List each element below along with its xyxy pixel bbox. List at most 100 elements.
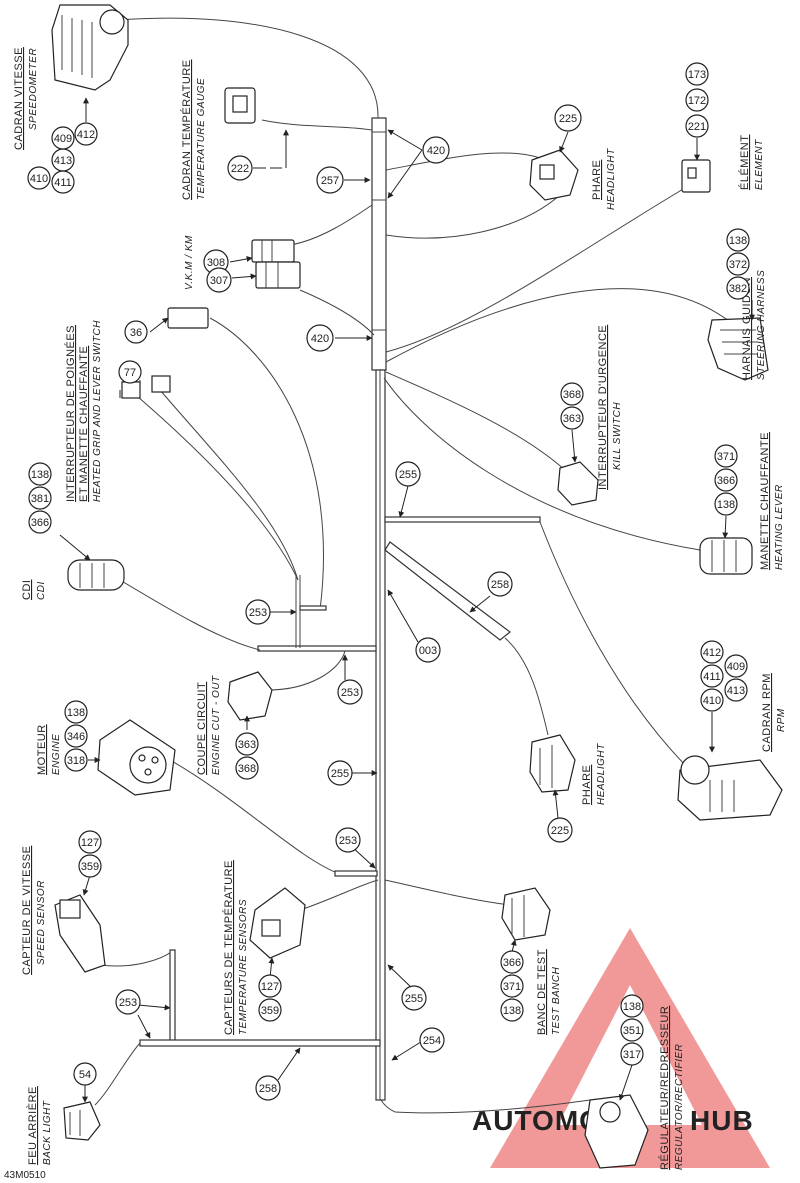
svg-text:368: 368 [238, 763, 256, 775]
svg-text:CDI: CDI [36, 581, 47, 600]
svg-text:003: 003 [419, 645, 437, 657]
svg-text:INTERRUPTEUR D'URGENCE: INTERRUPTEUR D'URGENCE [597, 325, 609, 490]
callout-409: 409 [51, 126, 75, 150]
label-regulator: RÉGULATEUR/REDRESSEUR REGULATOR/RECTIFIE… [658, 1006, 685, 1170]
connectors [51, 4, 783, 1169]
callout-255-low: 255 [401, 985, 427, 1011]
regulator-connector [584, 1094, 649, 1169]
svg-text:255: 255 [331, 768, 349, 780]
callout-346: 346 [64, 724, 88, 748]
svg-text:221: 221 [688, 121, 706, 133]
svg-text:363: 363 [238, 739, 256, 751]
svg-text:COUPE CIRCUIT: COUPE CIRCUIT [196, 682, 208, 775]
svg-text:253: 253 [249, 607, 267, 619]
svg-text:138: 138 [503, 1005, 521, 1017]
svg-text:INTERRUPTEUR DE POIGNÉES: INTERRUPTEUR DE POIGNÉES [64, 325, 77, 502]
callout-366-cdi: 366 [28, 510, 52, 534]
svg-text:TEST BANCH: TEST BANCH [551, 966, 562, 1035]
svg-text:255: 255 [405, 993, 423, 1005]
vkm-connector-307 [255, 261, 301, 289]
svg-text:HEADLIGHT: HEADLIGHT [596, 743, 607, 805]
svg-text:368: 368 [563, 389, 581, 401]
svg-text:ET MANETTE CHAUFFANTE: ET MANETTE CHAUFFANTE [78, 346, 90, 502]
svg-text:HEATING LEVER: HEATING LEVER [774, 484, 785, 570]
callout-307: 307 [206, 267, 232, 293]
label-temperature-sensors: CAPTEURS DE TEMPÉRATURE TEMPERATURE SENS… [222, 860, 249, 1035]
svg-text:CAPTEUR DE VITESSE: CAPTEUR DE VITESSE [21, 846, 33, 975]
temperature-gauge-connector [224, 87, 256, 124]
callouts: 409 413 410 411 412 222 420 257 225 221 … [27, 62, 750, 1101]
callout-368-cutout: 368 [235, 756, 259, 780]
callout-36: 36 [124, 320, 148, 344]
callout-371-test: 371 [500, 974, 524, 998]
svg-text:PHARE: PHARE [581, 765, 593, 805]
svg-text:409: 409 [54, 133, 72, 145]
callout-54: 54 [73, 1062, 97, 1086]
svg-text:382: 382 [729, 283, 747, 295]
callout-138-reg: 138 [620, 994, 644, 1018]
callout-409-rpm: 409 [724, 654, 748, 678]
svg-text:225: 225 [559, 113, 577, 125]
engine-cutout-connector [227, 671, 273, 721]
label-element: ÉLÉMENT ELEMENT [738, 135, 765, 190]
svg-text:257: 257 [321, 175, 339, 187]
svg-text:412: 412 [703, 647, 721, 659]
svg-text:253: 253 [339, 835, 357, 847]
svg-text:411: 411 [54, 177, 72, 189]
svg-text:371: 371 [717, 451, 735, 463]
svg-text:413: 413 [727, 685, 745, 697]
callout-351: 351 [620, 1018, 644, 1042]
callout-255-upper: 255 [395, 461, 421, 487]
svg-text:372: 372 [729, 259, 747, 271]
callout-317: 317 [620, 1042, 644, 1066]
callout-359-temp: 359 [258, 998, 282, 1022]
svg-text:138: 138 [67, 707, 85, 719]
svg-text:411: 411 [703, 671, 721, 683]
heating-lever-connector [699, 537, 753, 575]
svg-text:410: 410 [30, 173, 48, 185]
test-banch-connector [501, 887, 551, 941]
callout-225-top: 225 [554, 104, 582, 132]
back-light-connector [63, 1101, 101, 1141]
svg-text:366: 366 [717, 475, 735, 487]
callout-138-test: 138 [500, 998, 524, 1022]
callout-225-lower: 225 [547, 817, 573, 843]
callout-77: 77 [118, 360, 142, 384]
svg-text:308: 308 [207, 257, 225, 269]
svg-text:222: 222 [231, 163, 249, 175]
svg-text:254: 254 [423, 1035, 441, 1047]
svg-text:420: 420 [311, 333, 329, 345]
labels: CADRAN VITESSE SPEEDOMETER CADRAN TEMPÉR… [13, 47, 787, 1170]
callout-257: 257 [316, 166, 344, 194]
steering-harness-connector [707, 317, 769, 381]
svg-text:307: 307 [210, 275, 228, 287]
callout-371-lever: 371 [714, 444, 738, 468]
svg-text:HEATED GRIP AND LEVER SWITCH: HEATED GRIP AND LEVER SWITCH [92, 320, 103, 502]
svg-text:V.K.M / KM: V.K.M / KM [184, 235, 195, 290]
svg-text:363: 363 [563, 413, 581, 425]
svg-text:BANC DE TEST: BANC DE TEST [536, 949, 548, 1035]
svg-text:CADRAN VITESSE: CADRAN VITESSE [13, 47, 25, 150]
callout-359-speed: 359 [78, 854, 102, 878]
svg-text:CADRAN RPM: CADRAN RPM [761, 673, 773, 752]
label-headlight-lower: PHARE HEADLIGHT [581, 743, 607, 805]
label-engine-cutout: COUPE CIRCUIT ENGINE CUT - OUT [196, 675, 222, 775]
svg-text:FEU ARRIÈRE: FEU ARRIÈRE [26, 1086, 39, 1165]
svg-text:317: 317 [623, 1049, 641, 1061]
label-engine: MOTEUR ENGINE [36, 724, 62, 775]
svg-text:351: 351 [623, 1025, 641, 1037]
callout-366-test: 366 [500, 950, 524, 974]
svg-text:CADRAN TEMPÉRATURE: CADRAN TEMPÉRATURE [180, 59, 193, 200]
vkm-connector-308 [251, 239, 295, 263]
speed-sensor-connector [54, 894, 106, 973]
callout-173: 173 [685, 62, 709, 86]
svg-text:258: 258 [491, 579, 509, 591]
svg-text:127: 127 [81, 837, 99, 849]
watermark-hub: HUB [690, 1105, 754, 1136]
svg-text:138: 138 [717, 499, 735, 511]
svg-text:359: 359 [261, 1005, 279, 1017]
svg-text:TEMPERATURE GAUGE: TEMPERATURE GAUGE [196, 78, 207, 200]
element-connector [681, 159, 711, 193]
callout-382: 382 [726, 276, 750, 300]
callout-372: 372 [726, 252, 750, 276]
